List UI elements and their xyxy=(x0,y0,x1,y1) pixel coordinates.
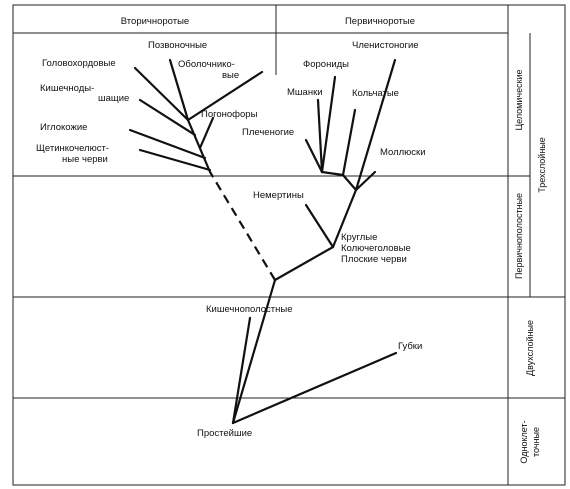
label-sponges: Губки xyxy=(398,341,422,352)
branch-annelids xyxy=(341,108,357,177)
label-mollusks: Моллюски xyxy=(380,147,426,158)
branch-annelids-base xyxy=(341,173,358,192)
label-chordates: Позвоночные xyxy=(148,40,207,51)
label-tunicates-1: Оболочнико- xyxy=(178,59,235,70)
label-echinoderms: Иглокожие xyxy=(40,122,87,133)
label-nemerteans: Немертины xyxy=(253,190,304,201)
header-protostomes: Первичноротые xyxy=(345,16,415,27)
branch-arthropods xyxy=(354,58,397,192)
side-label-unicellular-1: Одноклет- xyxy=(519,420,529,463)
label-brachiopods: Плеченогие xyxy=(242,127,294,138)
label-cnidarians: Кишечнополостные xyxy=(206,304,293,315)
label-annelids: Кольчатые xyxy=(352,88,399,99)
phylogenetic-tree xyxy=(128,58,398,425)
branch-echinoderms xyxy=(128,128,207,160)
label-bryozoans: Мшанки xyxy=(287,87,323,98)
side-label-unicellular-2: точные xyxy=(531,427,541,457)
label-hemichordates: Головохордовые xyxy=(42,58,116,69)
label-chaetognaths-1: Щетинкочелюст- xyxy=(36,143,109,154)
branch-chordates xyxy=(168,58,190,122)
label-pogonophores: Погонофоры xyxy=(201,109,258,120)
label-tunicates-2: вые xyxy=(222,70,239,81)
side-label-triploblastic: Трехслойные xyxy=(537,137,547,193)
branch-tunicates xyxy=(186,70,264,122)
label-enteropneusts-1: Кишечноды- xyxy=(40,83,94,94)
branch-nemerteans xyxy=(304,203,335,249)
label-arthropods: Членистоногие xyxy=(352,40,419,51)
branch-hemichordates xyxy=(133,66,190,122)
side-label-diploblastic: Двухслойные xyxy=(525,320,535,376)
branch-enteropneusts xyxy=(138,98,197,137)
branch-mollusks xyxy=(354,170,377,192)
branch-bryozoans xyxy=(316,98,324,174)
label-enteropneusts-2: шащие xyxy=(98,93,129,104)
label-protozoa: Простейшие xyxy=(197,428,252,439)
branch-deuterostome-trunk xyxy=(209,171,276,281)
branch-chaetognaths xyxy=(138,148,212,172)
label-flatworms: Плоские черви xyxy=(341,254,407,265)
label-phoronids: Форониды xyxy=(303,59,349,70)
side-label-coelomic: Целомические xyxy=(514,69,524,130)
branch-cnidarians xyxy=(231,316,252,425)
table-frame xyxy=(12,4,566,486)
branch-trunk xyxy=(231,278,277,425)
label-acanthocephalans: Колючеголовые xyxy=(341,243,411,254)
branch-phoronids-base xyxy=(320,170,345,177)
branch-worms xyxy=(273,245,335,282)
label-chaetognaths-2: ные черви xyxy=(62,154,108,165)
side-label-primary-cavity: Первичнополостные xyxy=(514,193,524,279)
label-roundworms: Круглые xyxy=(341,232,377,243)
branch-deuterostome-main xyxy=(186,118,212,174)
branch-sponges xyxy=(231,351,398,425)
branch-brachiopods xyxy=(304,138,324,174)
branch-pogonophores xyxy=(198,116,215,150)
outer-border xyxy=(12,4,566,486)
branch-protostome-trunk xyxy=(331,188,358,249)
header-deuterostomes: Вторичноротые xyxy=(121,16,189,27)
branch-phoronids xyxy=(320,75,337,174)
